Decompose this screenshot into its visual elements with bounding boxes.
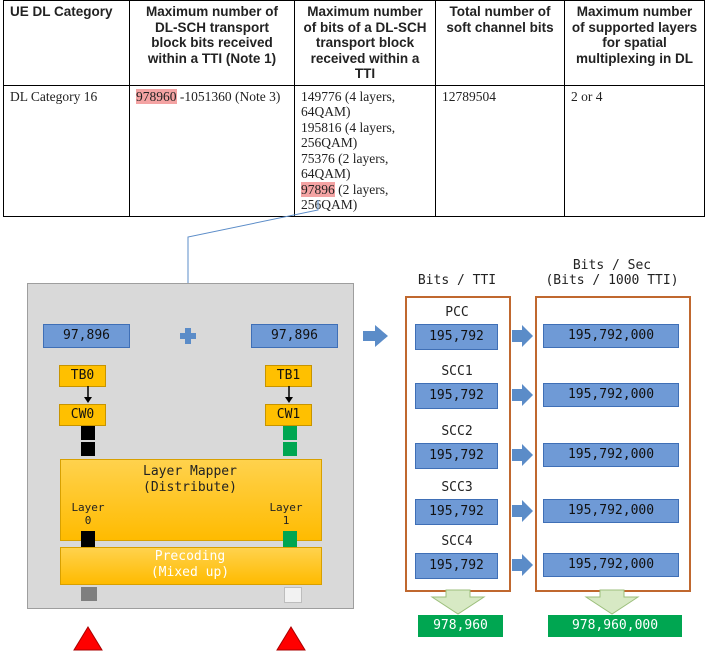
carrier-name-scc4: SCC4 <box>441 534 473 549</box>
tb-line-last: 97896 (2 layers, 256QAM) <box>301 181 389 212</box>
layer1-stream <box>283 531 297 547</box>
callout-line <box>187 200 319 294</box>
carrier-tti-scc2: 195,792 <box>415 443 498 469</box>
highlight-97896: 97896 <box>301 181 335 197</box>
carrier-tti-scc3: 195,792 <box>415 499 498 525</box>
right-arrow-icon <box>512 554 533 576</box>
down-arrow-icon <box>584 589 640 615</box>
precoding-subtitle: (Mixed up) <box>150 565 230 580</box>
carrier-sec-scc1: 195,792,000 <box>543 383 679 407</box>
carrier-tti-pcc: 195,792 <box>415 324 498 350</box>
plus-icon <box>180 328 196 344</box>
max-bits-rest: -1051360 (Note 3) <box>176 88 281 104</box>
antenna-port-right <box>284 587 302 603</box>
carrier-name-scc2: SCC2 <box>441 424 473 439</box>
cell-category: DL Category 16 <box>3 84 130 217</box>
right-arrow-icon <box>512 444 533 466</box>
cw0-stream <box>81 426 95 456</box>
tb-line: 149776 (4 layers, 64QAM) <box>301 88 396 120</box>
highlight-978960: 978960 <box>136 88 177 104</box>
right-arrow-icon <box>512 500 533 522</box>
layer0-label-word: Layer <box>71 501 105 514</box>
spec-table: UE DL Category Maximum number of DL-SCH … <box>3 0 705 217</box>
tb-value-right: 97,896 <box>251 324 338 348</box>
bits-sec-header-line2: (Bits / 1000 TTI) <box>545 273 679 288</box>
cw1-box: CW1 <box>265 404 312 426</box>
carrier-sec-scc3: 195,792,000 <box>543 499 679 523</box>
down-arrow-icon <box>430 589 486 615</box>
carrier-sec-pcc: 195,792,000 <box>543 324 679 348</box>
layer-mapper-subtitle: (Distribute) <box>143 480 237 495</box>
right-arrow-icon <box>512 384 533 406</box>
antenna-icon <box>73 626 103 651</box>
tb-line: 75376 (2 layers, 64QAM) <box>301 150 389 182</box>
cell-layers: 2 or 4 <box>564 84 705 217</box>
layer-mapper-title: Layer Mapper <box>143 464 237 479</box>
tb-value-left: 97,896 <box>43 324 130 348</box>
cell-tb-bits: 149776 (4 layers, 64QAM) 195816 (4 layer… <box>294 84 436 217</box>
layer0-label-num: 0 <box>84 514 92 527</box>
layer0-stream <box>81 531 95 547</box>
carrier-name-scc1: SCC1 <box>441 364 473 379</box>
header-ue-category: UE DL Category <box>3 0 130 86</box>
carrier-name-pcc: PCC <box>445 305 469 320</box>
table-row: DL Category 16 978960 -1051360 (Note 3) … <box>3 84 705 217</box>
antenna-port-left <box>81 587 97 601</box>
layer-mapper-block <box>60 459 322 541</box>
antenna-icon <box>276 626 306 651</box>
cell-soft-bits: 12789504 <box>435 84 565 217</box>
layer1-label-num: 1 <box>282 514 290 527</box>
carrier-tti-scc4: 195,792 <box>415 553 498 579</box>
carrier-sec-scc2: 195,792,000 <box>543 443 679 467</box>
total-bits-sec: 978,960,000 <box>548 615 682 637</box>
tb0-box: TB0 <box>59 365 106 387</box>
bits-tti-header: Bits / TTI <box>417 273 497 288</box>
precoding-title: Precoding <box>154 549 226 564</box>
precoding-block <box>60 547 322 585</box>
cw1-stream <box>283 426 297 456</box>
cw0-box: CW0 <box>59 404 106 426</box>
right-arrow-icon <box>363 325 388 347</box>
total-bits-tti: 978,960 <box>418 615 503 637</box>
table-header-row: UE DL Category Maximum number of DL-SCH … <box>3 0 705 86</box>
right-arrow-icon <box>512 325 533 347</box>
tb-line: 195816 (4 layers, 256QAM) <box>301 119 396 151</box>
layer1-label-word: Layer <box>269 501 303 514</box>
header-max-tb-bits-tti: Maximum number of DL-SCH transport block… <box>129 0 295 86</box>
carrier-tti-scc1: 195,792 <box>415 383 498 409</box>
carrier-name-scc3: SCC3 <box>441 480 473 495</box>
carrier-sec-scc4: 195,792,000 <box>543 553 679 577</box>
header-max-layers: Maximum number of supported layers for s… <box>564 0 705 86</box>
cell-max-tb-bits: 978960 -1051360 (Note 3) <box>129 84 295 217</box>
bits-sec-header-line1: Bits / Sec <box>572 258 652 273</box>
